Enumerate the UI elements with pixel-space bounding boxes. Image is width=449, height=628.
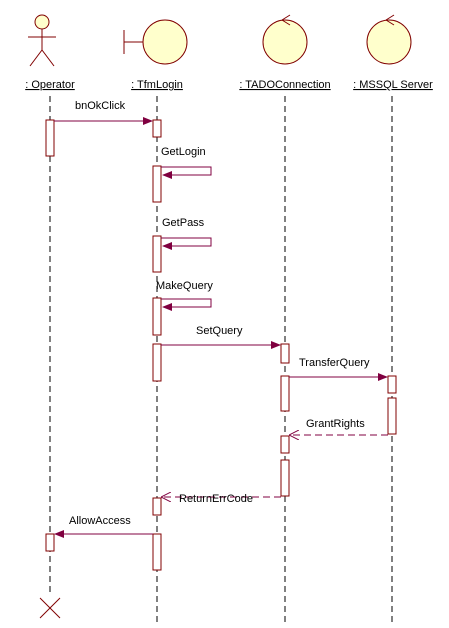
participant-operator: : Operator	[25, 14, 75, 596]
control-icon	[366, 14, 412, 65]
message-grantrights: GrantRights	[290, 418, 388, 435]
activation-box	[152, 297, 162, 336]
activation-box	[280, 343, 290, 364]
message-label: TransferQuery	[299, 357, 370, 369]
activation-box	[45, 119, 55, 157]
message-getpass: GetPass	[161, 217, 212, 250]
activation-box	[152, 533, 162, 571]
activation-box	[152, 497, 162, 516]
message-arrow	[161, 298, 212, 311]
participant-label: : TADOConnection	[239, 79, 330, 91]
activation-box	[280, 435, 290, 454]
boundary-icon	[123, 19, 188, 65]
message-label: GetPass	[162, 217, 205, 229]
participant-tadoconnection: : TADOConnection	[239, 14, 331, 625]
message-label: MakeQuery	[156, 280, 213, 292]
participant-mssql: : MSSQL Server	[353, 14, 433, 625]
message-setquery: SetQuery	[161, 325, 281, 349]
activation-box	[280, 459, 290, 497]
message-arrow	[161, 237, 212, 250]
participant-label: : MSSQL Server	[353, 79, 433, 91]
activation-box	[387, 375, 397, 394]
message-label: AllowAccess	[69, 515, 131, 527]
message-label: SetQuery	[196, 325, 243, 337]
activation-box	[280, 375, 290, 412]
message-getlogin: GetLogin	[161, 146, 212, 179]
activations	[45, 119, 397, 571]
activation-box	[387, 397, 397, 435]
message-transferquery: TransferQuery	[289, 357, 388, 381]
message-makequery: MakeQuery	[156, 280, 213, 311]
activation-box	[152, 119, 162, 138]
control-icon	[262, 14, 308, 65]
message-allowaccess: AllowAccess	[54, 515, 153, 538]
message-returnerrcode: ReturnErrCode	[162, 493, 281, 505]
message-arrow	[161, 166, 212, 179]
participant-label: : TfmLogin	[131, 79, 183, 91]
activation-box	[152, 235, 162, 273]
activation-box	[152, 343, 162, 382]
participant-label: : Operator	[25, 79, 75, 91]
message-label: GrantRights	[306, 418, 365, 430]
message-bnokclick: bnOkClick	[54, 100, 153, 125]
message-label: ReturnErrCode	[179, 493, 253, 505]
activation-box	[152, 165, 162, 203]
activation-box	[45, 533, 55, 552]
actor-icon	[28, 14, 56, 67]
message-label: bnOkClick	[75, 100, 126, 112]
message-label: GetLogin	[161, 146, 206, 158]
destroy-icon	[39, 597, 61, 619]
